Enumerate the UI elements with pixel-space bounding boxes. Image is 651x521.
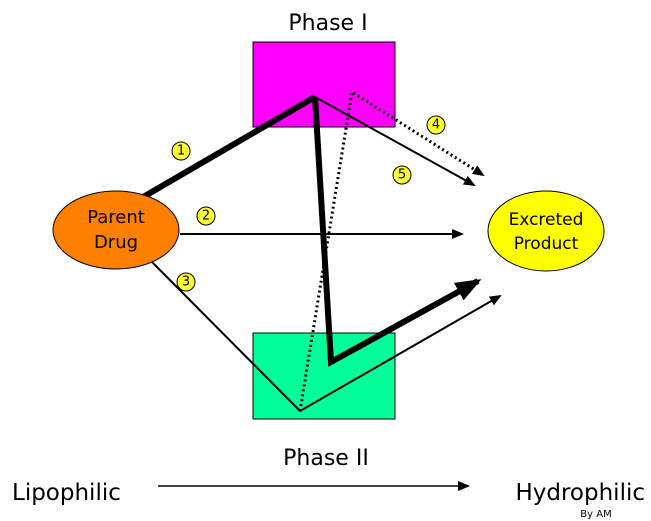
scale-right-label: Hydrophilic <box>515 480 645 506</box>
parent-drug-line1: Parent <box>87 207 145 228</box>
excreted-product-node <box>487 190 605 272</box>
scale-left-label: Lipophilic <box>12 480 121 506</box>
credit-text: By AM <box>580 509 611 520</box>
excreted-product-line2: Product <box>514 234 579 254</box>
route-badge-4: 4 <box>426 115 446 135</box>
phase2-box <box>252 332 396 420</box>
phase2-label: Phase II <box>283 446 369 471</box>
phase1-to-phase2-route <box>312 96 482 367</box>
route-badge-1: 1 <box>171 141 191 161</box>
phase1-box <box>252 41 396 128</box>
route-badge-3-text: 3 <box>182 275 190 290</box>
parent-drug-line2: Drug <box>94 232 138 253</box>
route-badge-4-text: 4 <box>432 118 440 133</box>
parent-drug-node <box>52 190 180 270</box>
route-4-dotted <box>298 89 485 412</box>
route-badge-2: 2 <box>196 206 216 226</box>
route-1-line <box>136 94 317 203</box>
route-badge-5-text: 5 <box>398 168 406 183</box>
route-badge-1-text: 1 <box>177 144 185 159</box>
phase1-label: Phase I <box>288 11 367 36</box>
excreted-product-line1: Excreted <box>509 210 584 230</box>
route-badge-3: 3 <box>176 272 196 292</box>
route-badge-2-text: 2 <box>202 209 210 224</box>
route-badge-5: 5 <box>392 165 412 185</box>
route-5-arrow <box>314 96 476 186</box>
